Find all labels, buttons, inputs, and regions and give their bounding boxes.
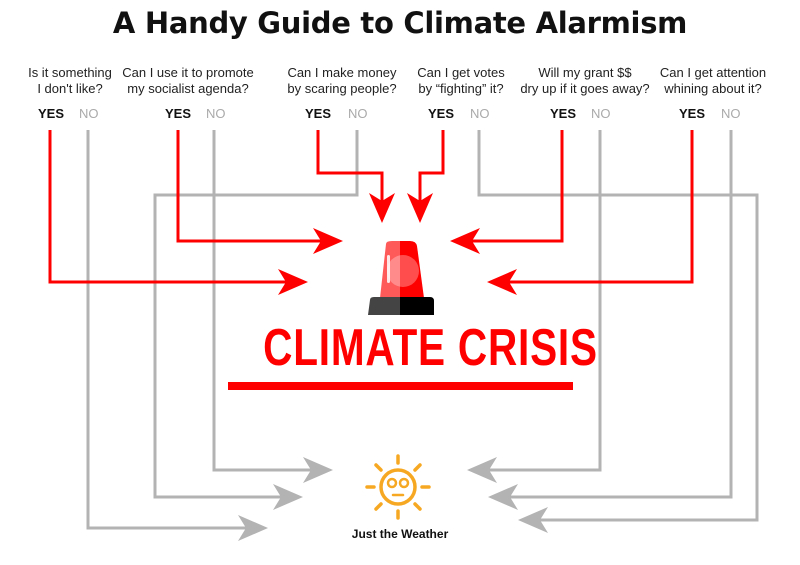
just-the-weather-label: Just the Weather [351,527,449,541]
arrowhead [369,193,395,223]
no-path-6 [500,130,733,499]
yes-path-1 [48,130,295,284]
arrowhead [467,457,497,483]
yes-label: YES [679,106,706,121]
question-text: dry up if it goes away? [520,81,650,96]
question-text: by scaring people? [287,81,397,96]
arrowhead [273,484,303,510]
no-label: NO [79,106,99,121]
yes-path-2 [176,130,330,243]
siren-icon [368,241,434,315]
no-label: NO [470,106,490,121]
question-text: my socialist agenda? [127,81,249,96]
yes-label: YES [550,106,577,121]
eye-roll-sun-icon [365,454,431,520]
question-text: Will my grant $$ [538,65,632,80]
no-path-4 [477,130,759,522]
no-label: NO [206,106,226,121]
arrowhead [278,269,308,295]
arrowhead [450,228,480,254]
yes-path-6 [500,130,694,284]
yes-label: YES [428,106,455,121]
page-title: A Handy Guide to Climate Alarmism [112,6,688,40]
yes-label: YES [305,106,332,121]
no-path-3 [153,130,359,499]
arrowhead [303,457,333,483]
arrowhead [238,515,268,541]
no-path-1 [86,130,255,530]
arrowhead [488,484,518,510]
yes-path-4 [418,130,445,210]
yes-path-3 [316,130,384,210]
no-label: NO [721,106,741,121]
question-text: whining about it? [664,81,762,96]
arrowhead [487,269,517,295]
climate-crisis-label: CLIMATE CRISIS [263,319,598,377]
question-text: Can I get attention [659,65,767,80]
arrowhead [518,507,548,533]
no-path-2 [212,130,320,472]
yes-label: YES [165,106,192,121]
no-label: NO [591,106,611,121]
question-text: Can I use it to promote [122,65,254,80]
arrowhead [313,228,343,254]
yes-label: YES [38,106,65,121]
question-text: Is it something [28,65,112,80]
arrowhead [407,193,433,223]
question-text: by “fighting” it? [418,81,504,96]
question-text: Can I make money [287,65,397,80]
yes-path-5 [465,130,564,243]
no-path-5 [480,130,602,472]
no-label: NO [348,106,368,121]
question-text: I don't like? [37,81,103,96]
question-5: Will my grant $$dry up if it goes away? [510,65,660,97]
question-text: Can I get votes [417,65,505,80]
crisis-underline [228,382,573,390]
